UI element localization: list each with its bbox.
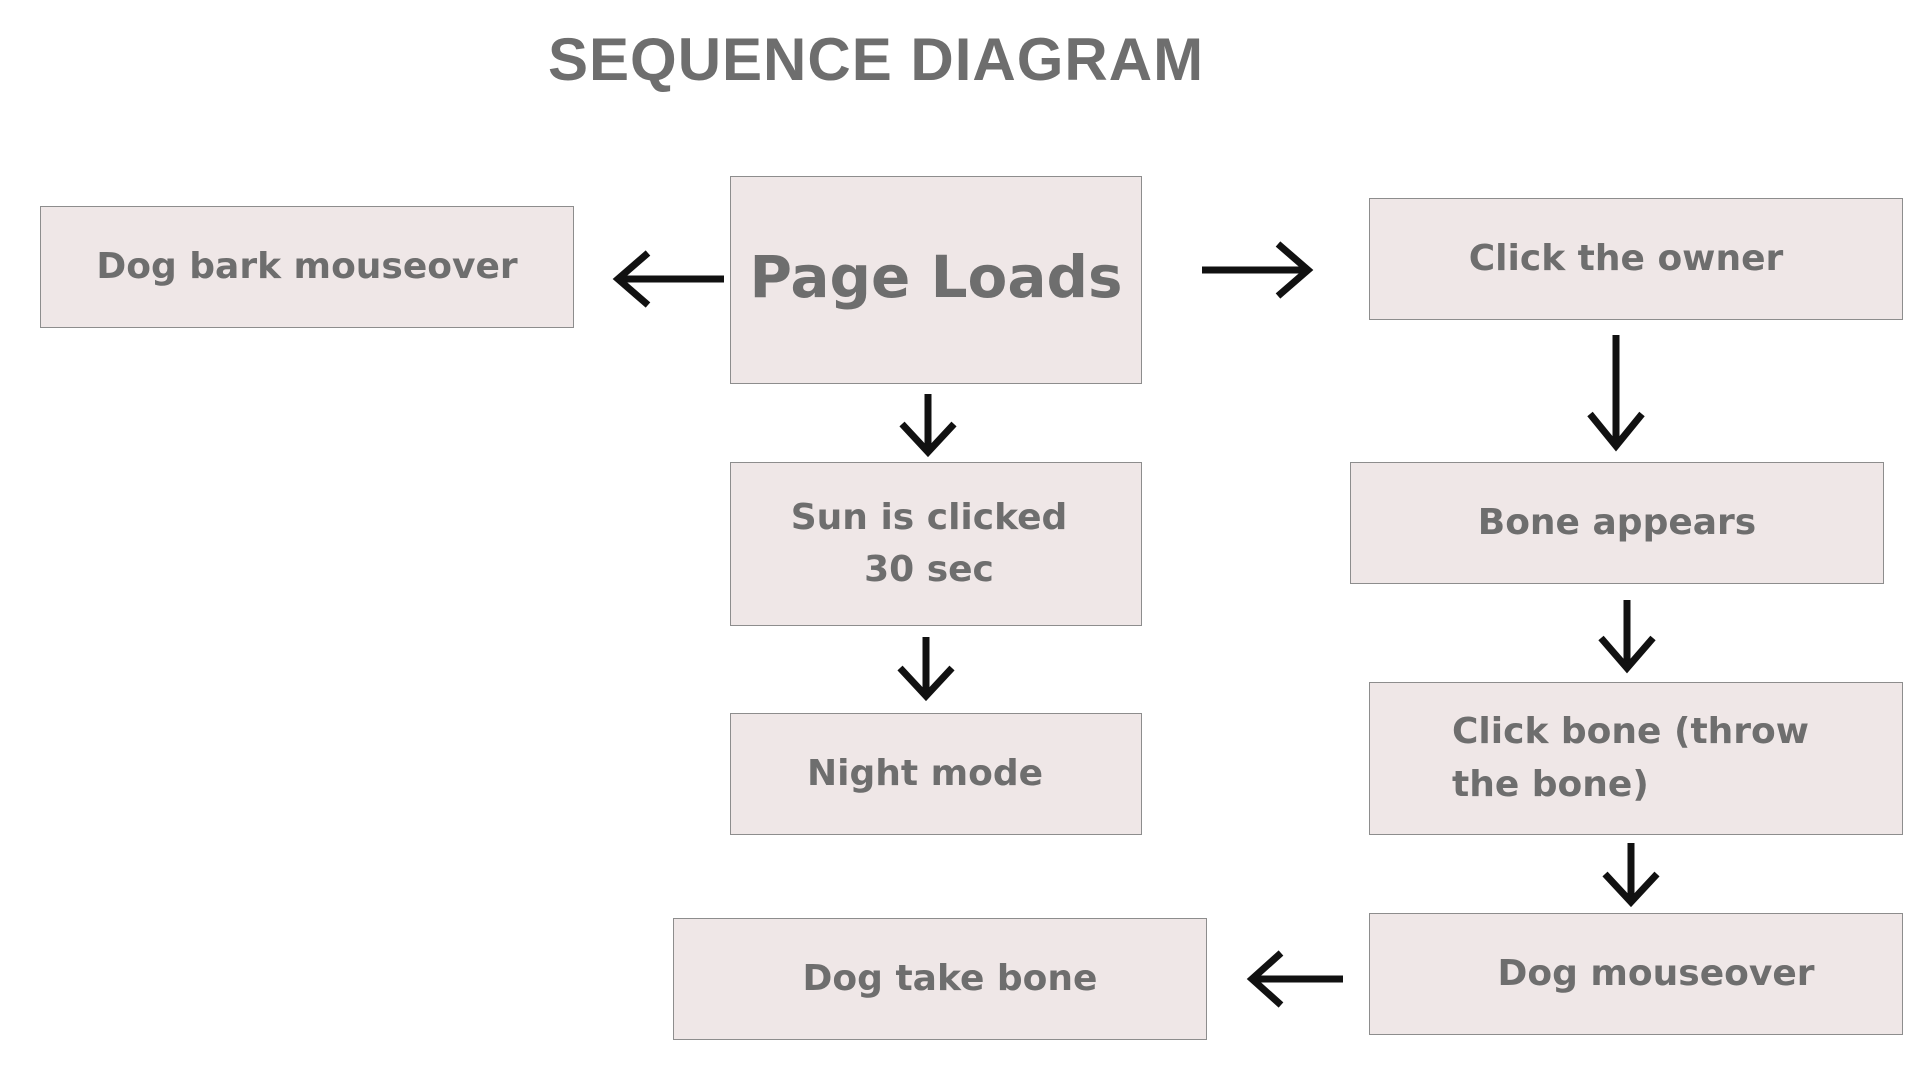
node-night-mode: Night mode xyxy=(730,713,1142,835)
node-night-mode-label: Night mode xyxy=(806,752,1044,794)
node-click-bone: Click bone (throw the bone) xyxy=(1369,682,1903,835)
node-sun-is-clicked-line2: 30 sec xyxy=(864,549,994,590)
node-click-bone-line1: Click bone (throw xyxy=(1452,711,1810,753)
node-page-loads: Page Loads xyxy=(730,176,1142,384)
node-dog-take-bone-label: Dog take bone xyxy=(802,957,1098,999)
diagram-title: SEQUENCE DIAGRAM xyxy=(548,26,1205,93)
arrow-bone-appears-to-click-bone xyxy=(1598,600,1656,674)
arrow-page-loads-to-dog-bark xyxy=(612,250,724,308)
arrow-page-loads-to-click-owner xyxy=(1202,241,1314,299)
node-dog-bark-mouseover-label: Dog bark mouseover xyxy=(96,245,518,287)
node-dog-mouseover-label: Dog mouseover xyxy=(1497,952,1815,994)
arrow-click-bone-to-dog-mouseover xyxy=(1602,843,1660,908)
node-dog-bark-mouseover: Dog bark mouseover xyxy=(40,206,574,328)
arrow-dog-mouseover-to-dog-take-bone xyxy=(1246,950,1343,1008)
node-dog-mouseover: Dog mouseover xyxy=(1369,913,1903,1035)
node-click-bone-line2: the bone) xyxy=(1452,763,1649,805)
node-bone-appears-label: Bone appears xyxy=(1477,501,1757,543)
node-sun-is-clicked: Sun is clicked 30 sec xyxy=(730,462,1142,626)
node-page-loads-label: Page Loads xyxy=(749,242,1123,311)
node-sun-is-clicked-line1: Sun is clicked xyxy=(790,496,1068,538)
arrow-sun-clicked-to-night-mode xyxy=(897,637,955,702)
node-click-the-owner: Click the owner xyxy=(1369,198,1903,320)
arrow-page-loads-to-sun-clicked xyxy=(899,394,957,458)
node-bone-appears: Bone appears xyxy=(1350,462,1884,584)
node-click-the-owner-label: Click the owner xyxy=(1468,237,1784,279)
arrow-click-owner-to-bone-appears xyxy=(1587,335,1645,452)
node-dog-take-bone: Dog take bone xyxy=(673,918,1207,1040)
